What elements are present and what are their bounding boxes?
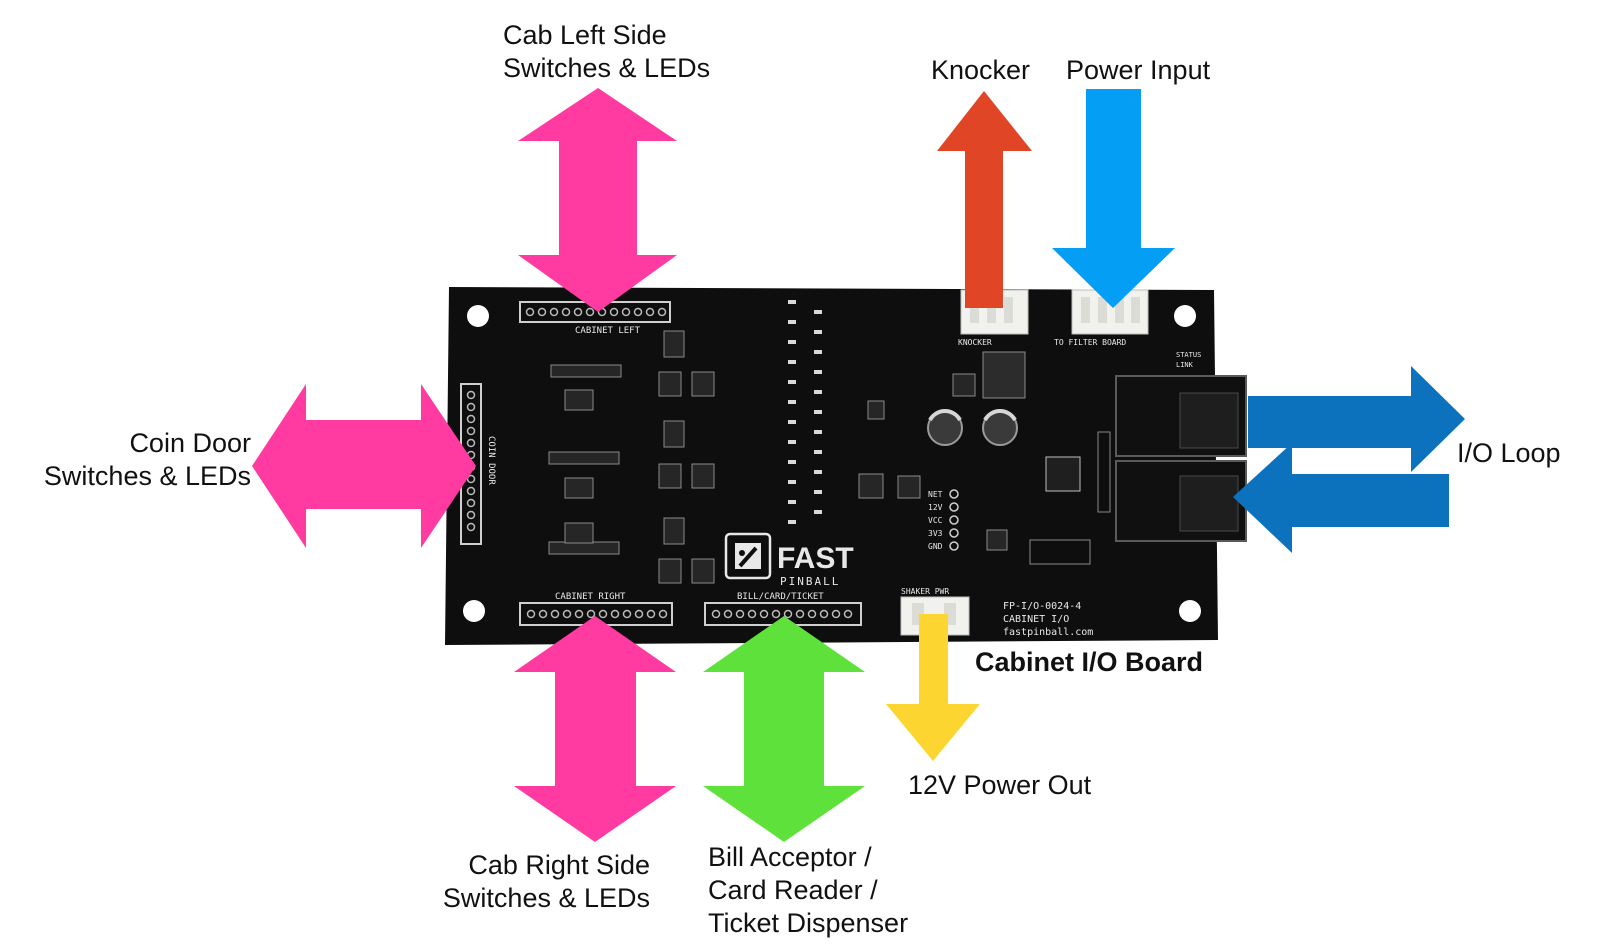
- silk-board-desc: CABINET I/O: [1003, 614, 1069, 625]
- silk-12v: 12V: [928, 503, 943, 512]
- silk-net: NET: [928, 490, 943, 499]
- cab-right-label: Cab Right Side Switches & LEDs: [442, 850, 650, 913]
- board-name-label: Cabinet I/O Board: [975, 647, 1204, 677]
- silk-vcc: VCC: [928, 516, 943, 525]
- io-loop-out-arrow: [1248, 366, 1465, 472]
- io-loop-in-arrow: [1233, 443, 1449, 553]
- silk-gnd: GND: [928, 542, 943, 551]
- silk-cabinet-right: CABINET RIGHT: [555, 592, 626, 602]
- silk-part-number: FP-I/O-0024-4: [1003, 601, 1081, 612]
- coin-door-label: Coin Door Switches & LEDs: [43, 428, 251, 491]
- io-loop-label: I/O Loop: [1457, 438, 1561, 468]
- coin-door-double-arrow: [252, 384, 476, 548]
- bill-double-arrow: [703, 616, 865, 842]
- power-input-label: Power Input: [1066, 55, 1211, 85]
- silk-knocker: KNOCKER: [958, 338, 992, 347]
- mounting-hole: [463, 600, 485, 622]
- svg-text:FAST: FAST: [777, 542, 854, 575]
- silk-link: LINK: [1176, 361, 1194, 369]
- mounting-hole: [1174, 305, 1196, 327]
- pcb-board: CABINET LEFT COIN DOOR CABINET RIGHT BIL…: [445, 287, 1247, 645]
- knocker-label: Knocker: [931, 55, 1031, 85]
- svg-text:PINBALL: PINBALL: [780, 575, 840, 588]
- fast-pinball-logo: FAST PINBALL: [724, 532, 854, 588]
- knocker-arrow: [937, 91, 1032, 308]
- silk-shaker-pwr: SHAKER PWR: [901, 587, 949, 596]
- cab-right-double-arrow: [514, 616, 676, 842]
- silk-cabinet-left: CABINET LEFT: [575, 326, 641, 336]
- power-out-label: 12V Power Out: [908, 770, 1092, 800]
- silk-status: STATUS: [1176, 351, 1201, 359]
- silk-bill-card-ticket: BILL/CARD/TICKET: [737, 592, 824, 602]
- silk-coin-door: COIN DOOR: [486, 436, 496, 485]
- power-input-arrow: [1052, 89, 1175, 308]
- mounting-hole: [1179, 600, 1201, 622]
- power-out-arrow: [886, 614, 980, 761]
- bill-acceptor-label: Bill Acceptor / Card Reader / Ticket Dis…: [708, 842, 909, 938]
- microcontroller-chip: [1045, 456, 1081, 492]
- silk-filter-board: TO FILTER BOARD: [1054, 338, 1126, 347]
- mounting-hole: [467, 305, 489, 327]
- cab-left-double-arrow: [518, 88, 677, 312]
- silk-3v3: 3V3: [928, 529, 943, 538]
- silk-url: fastpinball.com: [1003, 627, 1093, 638]
- cab-left-label: Cab Left Side Switches & LEDs: [503, 20, 711, 83]
